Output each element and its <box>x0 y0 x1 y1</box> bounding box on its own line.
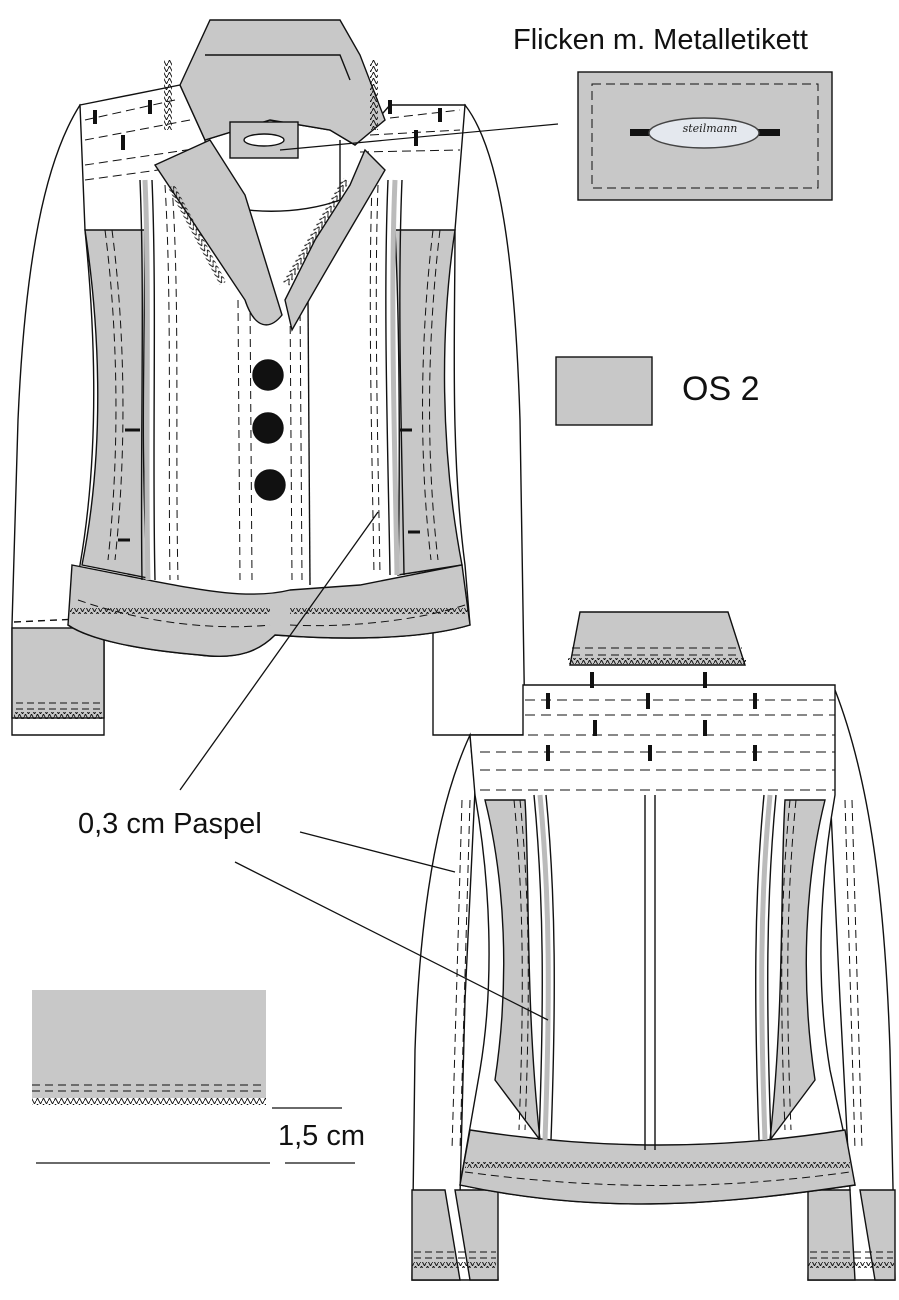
back-collar <box>569 611 746 666</box>
front-right-lapel <box>284 148 386 332</box>
front-left-lapel <box>153 139 283 326</box>
front-right-side-panel <box>394 229 463 576</box>
front-button-1 <box>252 359 284 391</box>
hem-detail-swatch <box>32 990 266 1098</box>
front-left-cuff <box>11 627 105 719</box>
fabric-label: OS 2 <box>682 370 760 408</box>
front-button-3 <box>254 469 286 501</box>
piping-label: 0,3 cm Paspel <box>78 808 262 840</box>
piping-leader-lines <box>179 511 549 1021</box>
patch-detail <box>577 71 833 201</box>
metal-label <box>648 117 760 149</box>
metal-label-brand: steilmann <box>682 122 738 135</box>
back-view-jacket <box>411 611 896 1281</box>
patch-label: Flicken m. Metalletikett <box>513 24 808 56</box>
hem-detail <box>32 990 355 1164</box>
front-button-2 <box>252 412 284 444</box>
fabric-swatch <box>555 356 653 426</box>
dimension-label: 1,5 cm <box>278 1120 366 1152</box>
front-view-jacket <box>11 19 559 736</box>
